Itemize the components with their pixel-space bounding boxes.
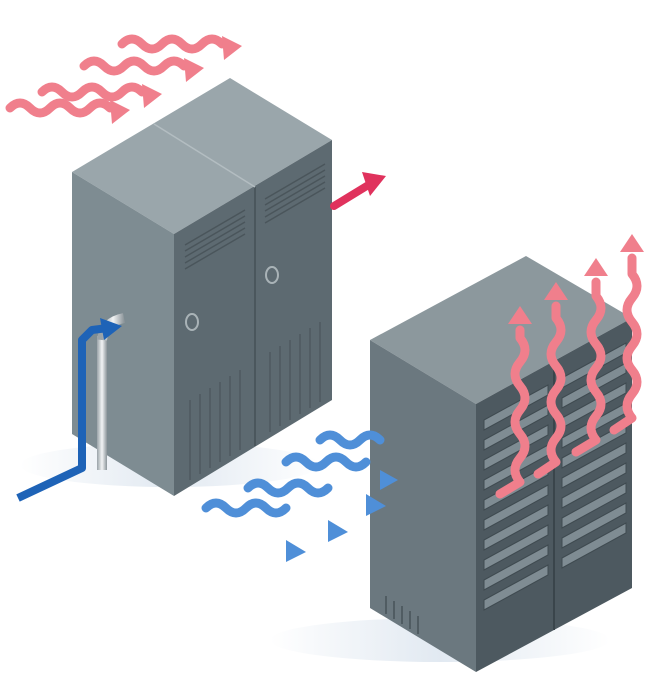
lock-icon — [185, 313, 199, 331]
cool-supply-air — [201, 430, 385, 518]
rack-exhaust-heat — [495, 253, 642, 499]
chilled-water-pipe — [16, 313, 126, 502]
exhaust-out — [330, 172, 386, 210]
cooling-unit-vents — [184, 163, 326, 270]
arrow-head-icon — [362, 172, 386, 196]
cool-supply-air-heads — [286, 470, 398, 562]
cooling-unit — [72, 78, 332, 496]
warm-return-air-heads — [110, 36, 242, 124]
rack-exhaust-heads — [508, 234, 644, 324]
arrow-head-icon — [100, 318, 122, 340]
warm-return-air — [5, 34, 227, 118]
lock-icon — [265, 266, 279, 284]
